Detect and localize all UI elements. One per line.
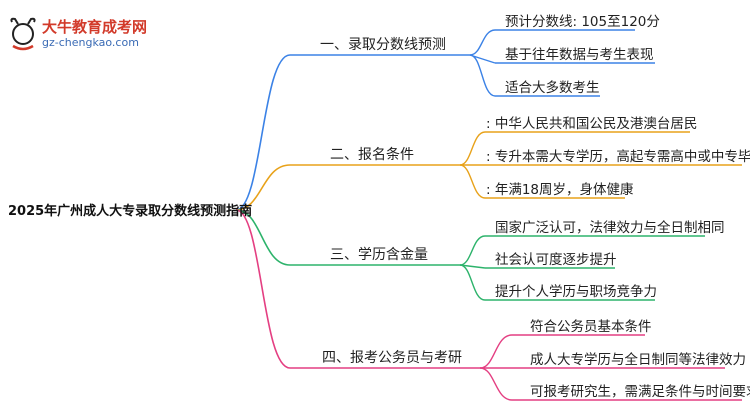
leaf-b3-1: 国家广泛认可，法律效力与全日制相同 (495, 220, 725, 236)
link-root-b3 (235, 209, 291, 266)
link-root-b4 (235, 209, 291, 369)
leaf-b2-1: : 中华人民共和国公民及港澳台居民 (486, 116, 698, 132)
link-b3-c3 (459, 264, 486, 301)
leaf-b1-1: 预计分数线: 105至120分 (505, 14, 660, 30)
leaf-b3-3: 提升个人学历与职场竞争力 (495, 284, 657, 300)
leaf-b2-3: : 年满18周岁，身体健康 (486, 182, 634, 198)
logo-title: 大牛教育成考网 (42, 18, 148, 36)
leaf-b1-3: 适合大多数考生 (505, 80, 600, 96)
leaf-b4-1: 符合公务员基本条件 (530, 319, 652, 335)
root-node: 2025年广州成人大专录取分数线预测指南 (8, 204, 253, 219)
leaf-b2-2: : 专升本需大专学历，高起专需高中或中专毕业证 (486, 149, 750, 165)
branch-label-civil-service-grad: 四、报考公务员与考研 (322, 350, 462, 366)
link-root-b2 (235, 164, 291, 211)
link-b2-c1 (459, 131, 486, 166)
site-logo: 大牛教育成考网 gz-chengkao.com (8, 14, 198, 54)
link-b2-c3 (459, 164, 486, 199)
link-b4-c3 (479, 367, 513, 401)
branch-label-degree-value: 三、学历含金量 (330, 247, 428, 263)
leaf-b1-2: 基于往年数据与考生表现 (505, 47, 654, 63)
logo-url: gz-chengkao.com (42, 36, 139, 49)
link-b1-c3 (469, 54, 496, 97)
branch-label-enrollment-conditions: 二、报名条件 (330, 147, 414, 163)
link-b4-c1 (479, 334, 513, 369)
link-b3-c2 (459, 264, 486, 269)
branch-label-score-prediction: 一、录取分数线预测 (320, 37, 446, 53)
bull-logo-icon (10, 17, 36, 51)
leaf-b3-2: 社会认可度逐步提升 (495, 252, 617, 268)
link-root-b1 (235, 54, 291, 211)
link-b1-c1 (469, 29, 496, 56)
link-b3-c1 (459, 235, 486, 266)
leaf-b4-2: 成人大专学历与全日制同等法律效力 (530, 352, 746, 368)
leaf-b4-3: 可报考研究生，需满足条件与时间要求 (530, 384, 750, 400)
